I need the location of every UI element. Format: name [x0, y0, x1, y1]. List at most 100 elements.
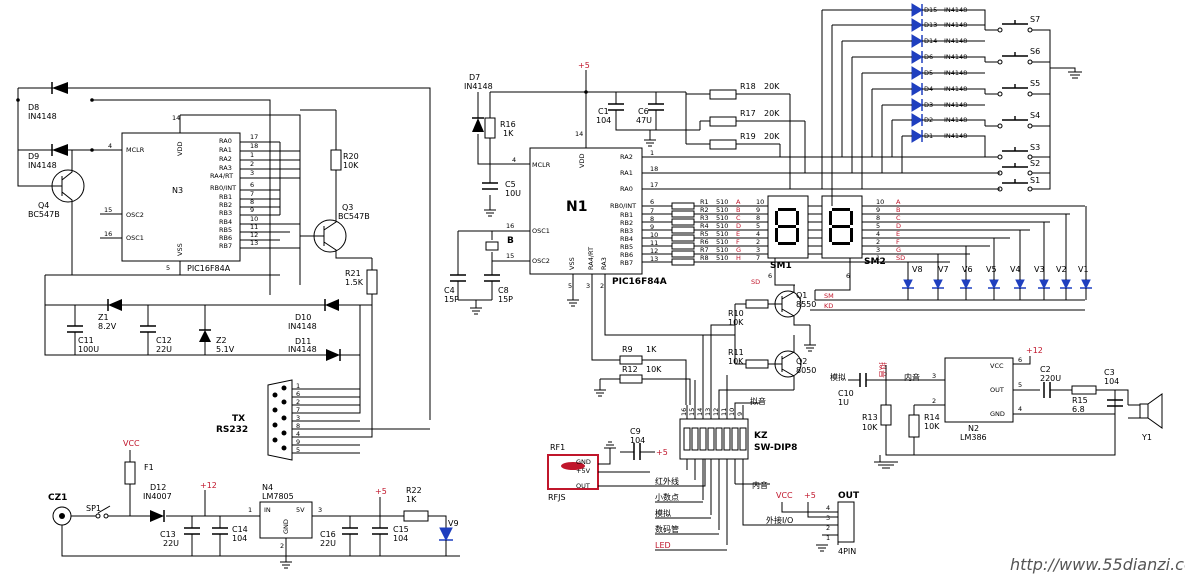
- d8-value: IN4148: [28, 112, 57, 121]
- n1-pin-ra0: RA0: [620, 185, 633, 193]
- n1-ref: N1: [566, 199, 587, 215]
- n3-num-8: 8: [250, 198, 254, 206]
- r4-ref: R4: [700, 222, 709, 230]
- v8-ref: V8: [912, 265, 923, 274]
- db9-pin-numbers: 1 6 2 7 3 8 4 9 5: [296, 382, 300, 454]
- n1-pin-rb2: RB2: [620, 219, 633, 227]
- cz1-ref: CZ1: [48, 493, 67, 503]
- led-v6: [961, 279, 971, 290]
- s2-ref: S2: [1030, 159, 1040, 168]
- n1-num-9: 9: [650, 223, 654, 231]
- rf1-gnd: GND: [576, 458, 591, 466]
- n3-pin-ra0: RA0: [219, 137, 232, 145]
- plus12-label: +12: [200, 481, 217, 490]
- rs232-label: RS232: [216, 425, 248, 435]
- r21-value: 1.5K: [345, 278, 364, 287]
- r6-value: 510: [716, 238, 728, 246]
- power-section: CZ1 SP1 VCC F1 D12 IN4007 +12 C13 22U C1…: [48, 439, 460, 569]
- sm1-pin-5: 5: [756, 222, 760, 230]
- db9-pin-8: 8: [296, 422, 300, 430]
- n3-num-15: 15: [104, 206, 112, 214]
- switch-labels: S7 S6 S5 S4 S3 S2 S1: [1030, 15, 1040, 185]
- kz-pin-10: 10: [728, 408, 736, 416]
- speaker-cone: [1147, 393, 1163, 429]
- c4-value: 15P: [444, 295, 459, 304]
- db9-connector: [267, 379, 293, 461]
- plus5-label: +5: [375, 487, 387, 496]
- out-plus5: +5: [804, 491, 816, 500]
- kz-pin-16: 16: [680, 408, 688, 416]
- n1-num-11: 11: [650, 239, 658, 247]
- n1-num-1: 1: [650, 149, 654, 157]
- rf1-out: OUT: [576, 482, 590, 490]
- z1-value: 8.2V: [98, 322, 117, 331]
- n3-pin-rb0: RB0/INT: [210, 184, 236, 192]
- q3-value: BC547B: [338, 212, 370, 221]
- led-labels: V8 V7 V6 V5 V4 V3 V2 V1: [912, 265, 1089, 274]
- r9-resistor: [619, 355, 643, 365]
- d7-ref: D7: [469, 73, 480, 82]
- sm2-seg-sd: SD: [896, 254, 905, 262]
- v6-ref: V6: [962, 265, 973, 274]
- r3-value: 510: [716, 214, 728, 222]
- r2-ref: R2: [700, 206, 709, 214]
- db9-pin-3: 3: [296, 414, 300, 422]
- out-pin-4: 4: [826, 504, 830, 512]
- sm1-pin-2: 2: [756, 238, 760, 246]
- r16-value: 1K: [503, 129, 514, 138]
- kz-label-digit: 数码管: [655, 524, 679, 534]
- n1-pin-rb5: RB5: [620, 243, 633, 251]
- led-v7: [933, 279, 943, 290]
- r17-ref: R17: [740, 109, 756, 118]
- c11-ref: C11: [78, 336, 94, 345]
- q2-ref: Q2: [796, 357, 807, 366]
- r20-ref: R20: [343, 152, 359, 161]
- rf1-ref: RF1: [550, 443, 565, 452]
- r1-ref: R1: [700, 198, 709, 206]
- v9-ref: V9: [448, 519, 459, 528]
- tx-label: TX: [232, 414, 245, 424]
- n1-osc1: OSC1: [532, 227, 550, 235]
- n2-plus12: +12: [1026, 346, 1043, 355]
- kz-pin-9: 9: [736, 412, 744, 416]
- d6-diode: [911, 50, 923, 64]
- r10-resistor: [745, 299, 769, 309]
- r10-value: 10K: [728, 318, 744, 327]
- n4-pin1: 1: [248, 506, 252, 514]
- v7-ref: V7: [938, 265, 949, 274]
- n1-plus5: +5: [578, 61, 590, 70]
- n3-pin-rb2: RB2: [219, 201, 232, 209]
- y1-speaker: [1139, 403, 1149, 419]
- kz-pin-15: 15: [688, 408, 696, 416]
- r17-resistor: [709, 116, 737, 127]
- c14-value: 104: [232, 534, 247, 543]
- n3-num-17: 17: [250, 133, 258, 141]
- n3-num-11: 11: [250, 223, 258, 231]
- d10-ref: D10: [295, 313, 311, 322]
- n1-num-7: 7: [650, 207, 654, 215]
- c11-value: 100U: [78, 345, 99, 354]
- kz-part: SW-DIP8: [754, 443, 797, 453]
- r20-resistor: [330, 149, 342, 171]
- sm2-pin-2: 2: [876, 238, 880, 246]
- sp1-ref: SP1: [86, 504, 101, 513]
- sm2-pin-8: 8: [876, 214, 880, 222]
- c9-plus5: +5: [656, 448, 668, 457]
- sm2-pin-10: 10: [876, 198, 884, 206]
- r19-ref: R19: [740, 132, 756, 141]
- audio-section: 拟音 模拟 C10 1U R13 10K R14 10K 内音 VCC OUT …: [830, 346, 1163, 469]
- v5-ref: V5: [986, 265, 997, 274]
- mono-label: 拟音: [750, 396, 766, 406]
- n3-osc2: OSC2: [126, 211, 144, 219]
- c12-ref: C12: [156, 336, 172, 345]
- s7-ref: S7: [1030, 15, 1040, 24]
- sm2-seg-b: B: [896, 206, 900, 214]
- r15-value: 6.8: [1072, 405, 1085, 414]
- kd-label: KD: [824, 302, 833, 310]
- r13-resistor: [880, 404, 892, 426]
- d10-diode: [325, 299, 339, 311]
- r17-value: 20K: [764, 109, 780, 118]
- out-connector: [837, 501, 855, 543]
- lower-section: RF1 RFJS GND +5V OUT C9 104 +5 16 15 14 …: [547, 324, 860, 556]
- n3-pin-rb5: RB5: [219, 226, 232, 234]
